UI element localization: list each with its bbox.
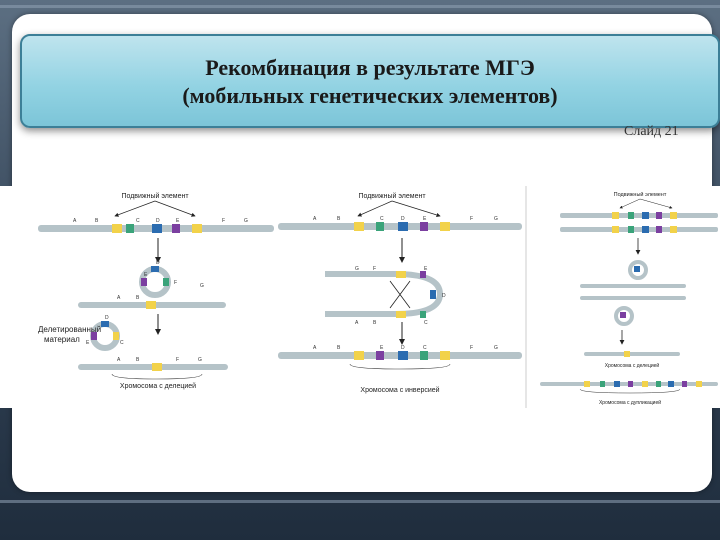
recombination-figure: Подвижный элемент A B C D E F G D E F A … [0, 186, 720, 408]
svg-text:F: F [174, 280, 177, 286]
bg-stripe [0, 500, 720, 503]
svg-text:C: C [120, 340, 124, 346]
svg-text:C: C [424, 320, 428, 326]
svg-text:F: F [470, 216, 473, 222]
svg-text:C: C [380, 216, 384, 222]
mobile-element-label: Подвижный элемент [121, 192, 189, 200]
svg-text:F: F [470, 345, 473, 351]
svg-text:G: G [200, 283, 204, 289]
svg-text:D: D [442, 293, 446, 299]
svg-text:F: F [176, 357, 179, 363]
svg-text:D: D [401, 216, 405, 222]
deletion-chromosome-label: Хромосома с делецией [120, 382, 196, 390]
deletion-label-small: Хромосома с делецией [605, 362, 660, 369]
mobile-element-label: Подвижный элемент [358, 192, 426, 200]
svg-text:D: D [156, 218, 160, 224]
svg-text:D: D [156, 260, 160, 266]
svg-text:G: G [355, 266, 359, 272]
svg-text:C: C [136, 218, 140, 224]
title-line-2: (мобильных генетических элементов) [22, 82, 718, 110]
duplication-label-small: Хромосома с дупликацией [599, 399, 661, 406]
title-box: Рекомбинация в результате МГЭ (мобильных… [20, 34, 720, 128]
slide-number: Слайд 21 [624, 124, 679, 140]
mobile-element-label: Подвижный элемент [614, 191, 667, 198]
svg-text:D: D [401, 345, 405, 351]
inversion-chromosome-label: Хромосома с инверсией [360, 386, 439, 394]
svg-text:F: F [222, 218, 225, 224]
svg-text:C: C [423, 345, 427, 351]
svg-text:F: F [373, 266, 376, 272]
deleted-material-label-1: Делетированный [38, 325, 101, 334]
svg-text:G: G [244, 218, 248, 224]
bg-stripe [0, 5, 720, 8]
title-line-1: Рекомбинация в результате МГЭ [22, 54, 718, 82]
svg-text:G: G [494, 345, 498, 351]
svg-text:G: G [198, 357, 202, 363]
deleted-material-label-2: материал [44, 335, 80, 344]
svg-text:D: D [105, 315, 109, 321]
svg-text:G: G [494, 216, 498, 222]
